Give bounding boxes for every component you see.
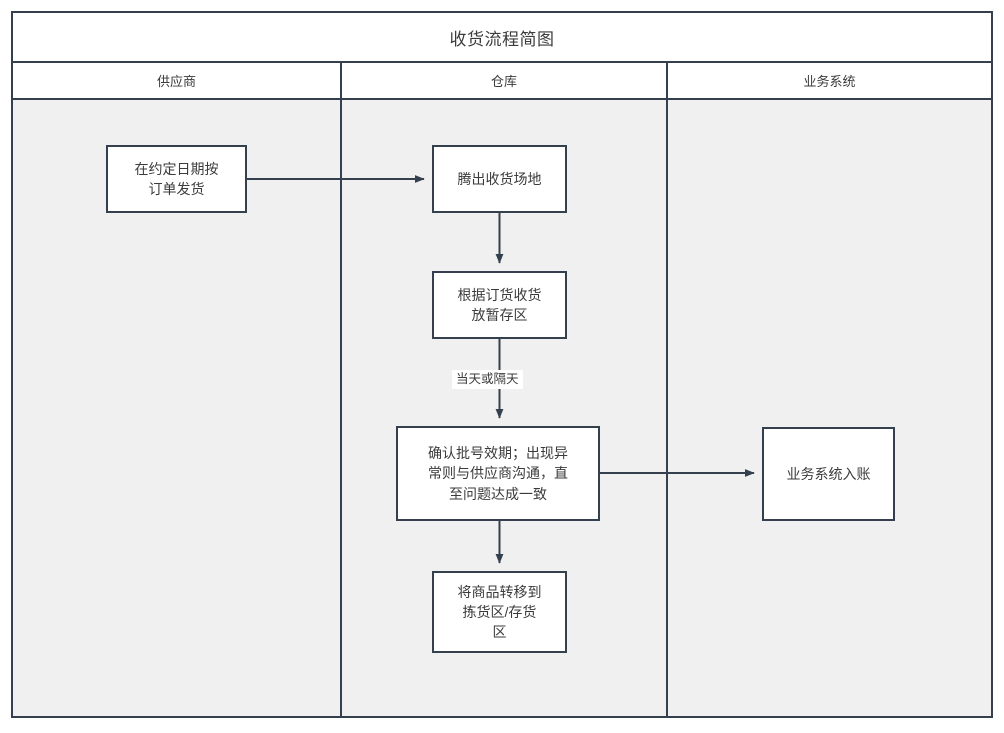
edge-label-same-or-next-day: 当天或隔天: [452, 370, 523, 389]
lane-header-business-system: 业务系统: [803, 74, 856, 89]
node-business-system-entry[interactable]: 业务系统入账: [762, 427, 895, 521]
node-supplier-ship[interactable]: 在约定日期按 订单发货: [106, 145, 247, 213]
lane-header-warehouse: 仓库: [342, 63, 668, 98]
lane-body-business-system: [668, 100, 991, 716]
lane-header-row: 供应商 仓库 业务系统: [13, 63, 991, 100]
lane-body-supplier: [13, 100, 342, 716]
node-transfer-to-picking-area[interactable]: 将商品转移到 拣货区/存货 区: [432, 571, 567, 653]
lane-body-warehouse: [342, 100, 668, 716]
node-verify-batch-expiry[interactable]: 确认批号效期；出现异 常则与供应商沟通，直 至问题达成一致: [396, 426, 600, 521]
node-receive-to-temp-storage[interactable]: 根据订货收货 放暂存区: [432, 271, 567, 339]
diagram-title: 收货流程简图: [13, 13, 991, 63]
node-clear-receiving-area[interactable]: 腾出收货场地: [432, 145, 567, 213]
lane-header-supplier: 供应商: [13, 63, 342, 98]
